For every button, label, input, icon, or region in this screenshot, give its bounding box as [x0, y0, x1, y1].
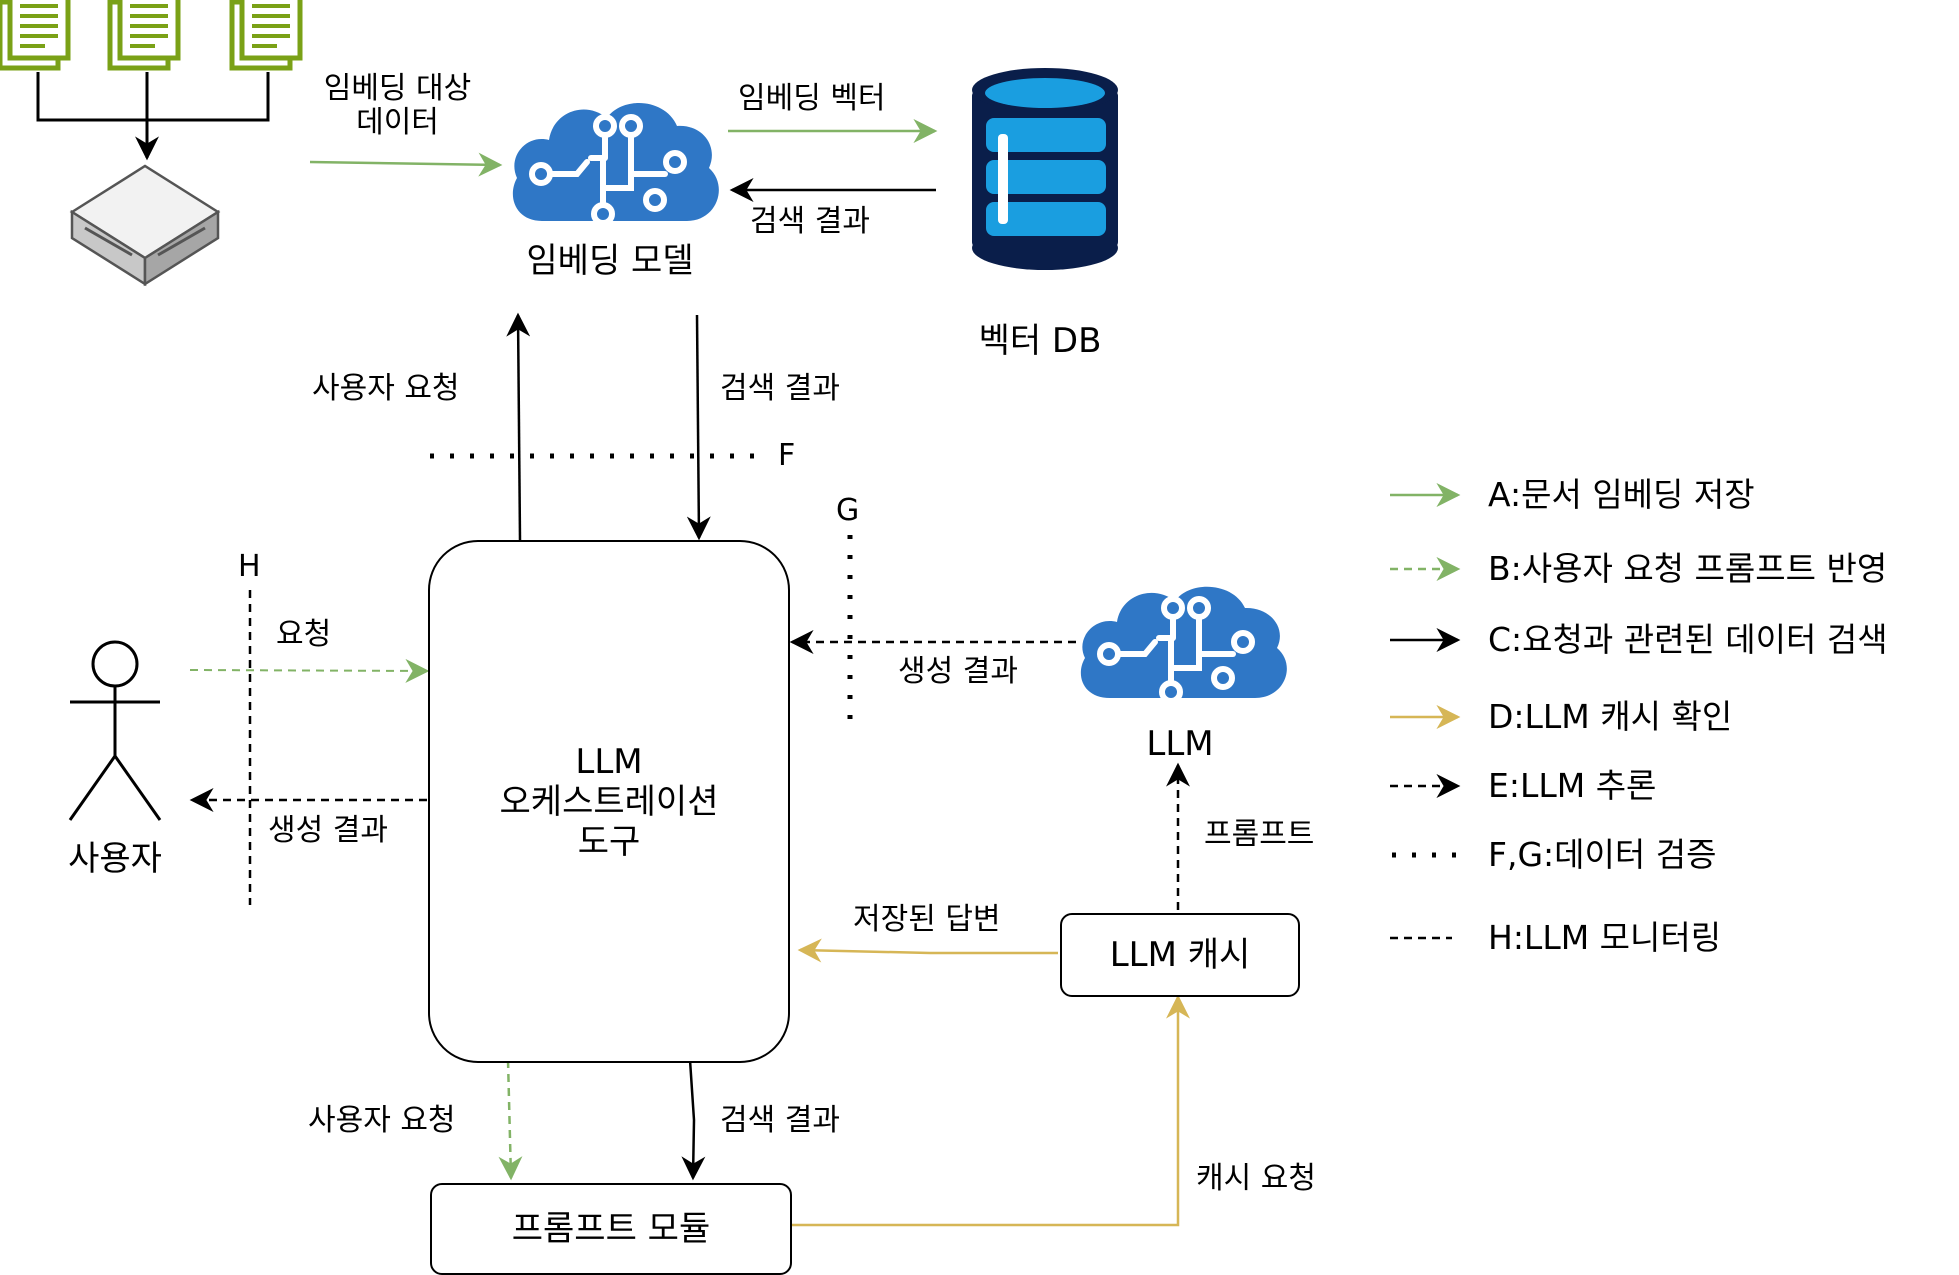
legend-label: B:사용자 요청 프롬프트 반영 — [1488, 549, 1888, 588]
stored-answer-label: 저장된 답변 — [853, 902, 1001, 937]
legend-swatch-green-solid — [1390, 483, 1461, 507]
cache-request-label: 캐시 요청 — [1196, 1161, 1316, 1196]
legend-item-c: C:요청과 관련된 데이터 검색 — [1388, 620, 1948, 660]
arrow-user-request-up — [506, 312, 531, 541]
vector-db-label: 벡터 DB — [978, 321, 1102, 361]
brain-cloud-icon — [1080, 586, 1287, 704]
arrow-user-request-bottom — [498, 1059, 523, 1181]
brain-cloud-icon — [512, 103, 719, 226]
db-search-result-label: 검색 결과 — [750, 204, 870, 239]
arrow-stored-answer — [797, 938, 1058, 963]
orchestrator-label-line1: LLM — [575, 741, 643, 782]
server-appliance-icon — [69, 164, 221, 287]
embed-data-label-line1: 임베딩 대상 — [323, 71, 472, 106]
arrow-search-result-bottom — [681, 1059, 706, 1181]
search-result-bottom-label: 검색 결과 — [720, 1103, 840, 1138]
orchestrator-label-line2: 오케스트레이션 — [499, 781, 719, 822]
embed-data-label-line2: 데이터 — [356, 105, 439, 140]
generate-result-llm-label: 생성 결과 — [898, 654, 1018, 689]
request-label: 요청 — [276, 617, 332, 652]
legend-swatch-black-solid — [1390, 628, 1461, 652]
marker-f: F — [778, 438, 796, 473]
legend-item-h: H:LLM 모니터링 — [1388, 918, 1948, 958]
llm-cache-label: LLM 캐시 — [1109, 935, 1251, 975]
llm-label: LLM — [1146, 724, 1214, 764]
llm-cache-box[interactable]: LLM 캐시 — [1060, 913, 1300, 997]
marker-g: G — [836, 493, 860, 528]
legend-item-a: A:문서 임베딩 저장 — [1388, 475, 1948, 515]
user-request-up-label: 사용자 요청 — [312, 371, 460, 406]
arrow-request — [189, 658, 430, 683]
arrow-cache-request — [790, 994, 1190, 1227]
legend-label: H:LLM 모니터링 — [1488, 918, 1722, 957]
arrow-embed-data — [309, 152, 503, 177]
document-icon — [107, 0, 181, 71]
document-icon — [0, 0, 71, 71]
legend-swatch-black-dashed — [1390, 774, 1461, 798]
embed-data-label: 임베딩 대상 데이터 — [300, 72, 495, 140]
prompt-module-box[interactable]: 프롬프트 모듈 — [430, 1183, 792, 1275]
legend-swatch-black-dotted — [1392, 852, 1458, 858]
legend-label: A:문서 임베딩 저장 — [1488, 475, 1755, 514]
legend-label: F,G:데이터 검증 — [1488, 835, 1717, 874]
stick-figure-icon — [68, 640, 162, 821]
legend-swatch-green-dashed — [1390, 557, 1461, 581]
legend-item-d: D:LLM 캐시 확인 — [1388, 697, 1948, 737]
arrow-search-result-down — [686, 314, 711, 541]
user-label: 사용자 — [68, 839, 162, 879]
document-connector — [36, 72, 270, 161]
orchestrator-label-line3: 도구 — [577, 821, 641, 862]
prompt-label: 프롬프트 — [1204, 817, 1315, 852]
legend-label: D:LLM 캐시 확인 — [1488, 697, 1733, 736]
embedding-model-label: 임베딩 모델 — [526, 241, 694, 281]
generate-result-user-label: 생성 결과 — [268, 813, 388, 848]
prompt-module-label: 프롬프트 모듈 — [511, 1209, 711, 1249]
legend-label: E:LLM 추론 — [1488, 766, 1657, 805]
legend-swatch-black-dashed-noarrow — [1390, 936, 1452, 940]
search-result-down-label: 검색 결과 — [720, 371, 840, 406]
legend-item-e: E:LLM 추론 — [1388, 766, 1948, 806]
marker-h: H — [238, 549, 261, 584]
legend-item-fg: F,G:데이터 검증 — [1388, 835, 1948, 875]
embed-vector-label: 임베딩 벡터 — [738, 81, 886, 116]
user-request-bottom-label: 사용자 요청 — [308, 1103, 456, 1138]
database-icon — [972, 68, 1118, 270]
legend-item-b: B:사용자 요청 프롬프트 반영 — [1388, 549, 1948, 589]
legend-label: C:요청과 관련된 데이터 검색 — [1488, 620, 1888, 659]
orchestrator-box[interactable]: LLM 오케스트레이션 도구 — [428, 540, 790, 1063]
legend-swatch-gold-solid — [1390, 705, 1461, 729]
document-icon — [229, 0, 303, 71]
